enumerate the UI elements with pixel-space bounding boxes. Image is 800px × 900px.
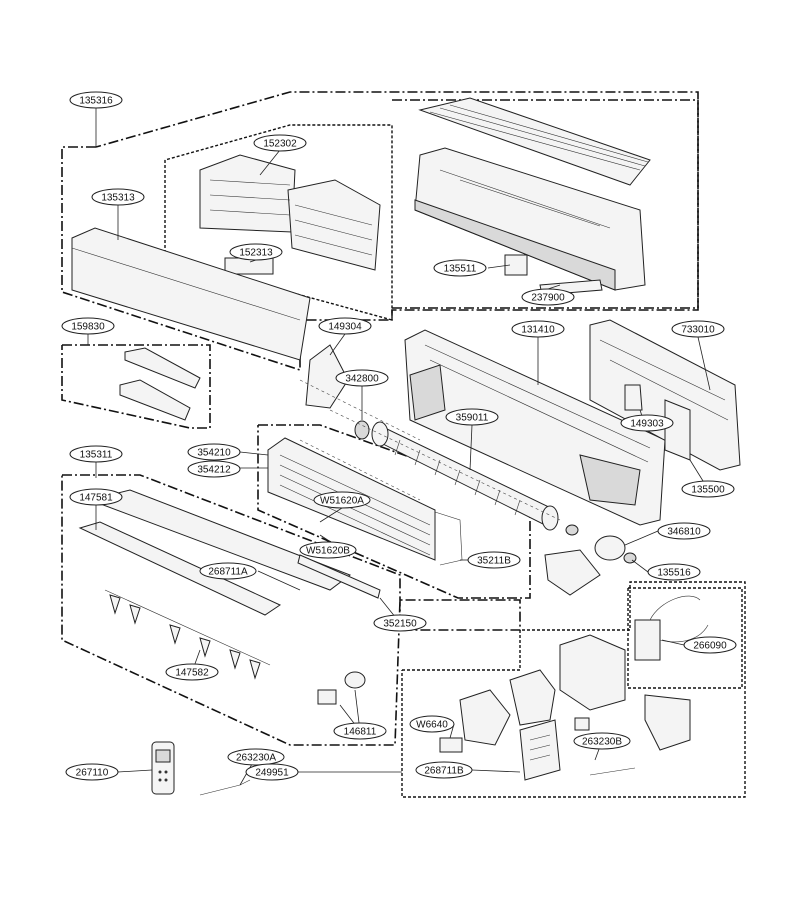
part-label-249951-text: 249951 [255, 768, 289, 779]
part-label-266090-text: 266090 [693, 641, 727, 652]
part-label-W51620B: W51620B [299, 541, 357, 559]
part-label-263230A: 263230A [227, 748, 285, 766]
part-label-267110-text: 267110 [76, 768, 109, 779]
part-label-152313-text: 152313 [239, 248, 273, 259]
sensor-263230B-part [589, 767, 636, 776]
part-label-135316-text: 135316 [79, 96, 113, 107]
part-label-135311-text: 135311 [80, 450, 113, 461]
part-label-354210-text: 354210 [197, 448, 231, 459]
part-label-359011: 359011 [445, 408, 499, 426]
part-label-149304-text: 149304 [328, 322, 362, 333]
group-159830-outline [61, 344, 211, 429]
group-249951-outline [401, 581, 746, 798]
part-label-263230B: 263230B [573, 732, 631, 750]
bearing-342800-part [354, 420, 370, 440]
leader-lines [87, 108, 711, 786]
fan-motor-part [544, 524, 637, 596]
part-label-152302: 152302 [253, 134, 307, 152]
group-266090-outline [627, 587, 743, 689]
part-label-267110: 267110 [65, 763, 119, 781]
part-label-146811-text: 146811 [344, 727, 377, 738]
installation-plate-part [589, 319, 741, 471]
part-label-W51620B-text: W51620B [306, 546, 350, 557]
part-label-352150-text: 352150 [383, 619, 417, 630]
part-label-249951: 249951 [245, 763, 299, 781]
front-panel-part [71, 227, 311, 361]
part-label-346810-text: 346810 [667, 527, 701, 538]
part-label-359011-text: 359011 [456, 413, 489, 424]
part-label-268711B-text: 268711B [424, 766, 464, 777]
part-label-266090: 266090 [683, 636, 737, 654]
part-label-352150: 352150 [373, 614, 427, 632]
group-152302-outline [164, 124, 393, 321]
cover-135500-part [664, 399, 691, 461]
part-label-149304: 149304 [318, 317, 372, 335]
step-motor-part [317, 671, 366, 705]
part-label-W6640-text: W6640 [416, 720, 448, 731]
control-box-part [439, 634, 691, 781]
part-label-W51620A-text: W51620A [320, 496, 364, 507]
group-135311-outline [61, 474, 521, 746]
part-label-135511: 135511 [433, 259, 487, 277]
part-label-135311: 135311 [69, 445, 123, 463]
part-label-733010-text: 733010 [681, 325, 715, 336]
part-label-135313: 135313 [91, 188, 145, 206]
part-label-237900-text: 237900 [531, 293, 565, 304]
bracket-159830-part [119, 347, 201, 421]
part-label-346810: 346810 [657, 522, 711, 540]
parts [71, 97, 741, 796]
part-label-146811: 146811 [333, 722, 387, 740]
crossflow-fan-part [371, 421, 559, 531]
part-label-135313-text: 135313 [101, 193, 135, 204]
part-label-35211B-text: 35211B [477, 556, 511, 567]
part-label-135500-text: 135500 [691, 485, 725, 496]
group-135316-outline [61, 91, 699, 372]
part-label-263230B-text: 263230B [582, 737, 622, 748]
part-label-135516-text: 135516 [657, 568, 691, 579]
remote-control-part [151, 741, 175, 795]
part-label-268711A-text: 268711A [208, 567, 248, 578]
drain-hose-part [297, 554, 381, 599]
part-label-131410: 131410 [511, 320, 565, 338]
part-label-135500: 135500 [681, 480, 735, 498]
part-label-268711A: 268711A [199, 562, 257, 580]
part-label-135316: 135316 [69, 91, 123, 109]
part-label-147582-text: 147582 [175, 668, 209, 679]
part-label-W6640: W6640 [409, 715, 455, 733]
part-label-149303: 149303 [620, 414, 674, 432]
part-label-354210: 354210 [187, 443, 241, 461]
part-label-152313: 152313 [229, 243, 283, 261]
part-label-237900: 237900 [521, 288, 575, 306]
part-label-159830-text: 159830 [71, 322, 105, 333]
part-label-147581-text: 147581 [79, 493, 113, 504]
part-label-342800-text: 342800 [345, 374, 379, 385]
part-label-149303-text: 149303 [630, 419, 664, 430]
part-label-147581: 147581 [69, 488, 123, 506]
group-evaporator-outline [257, 424, 531, 599]
part-label-131410-text: 131410 [521, 325, 555, 336]
part-label-159830: 159830 [61, 317, 115, 335]
sensor-263230A-part [199, 779, 251, 796]
part-label-263230A-text: 263230A [236, 753, 276, 764]
bracket-149303-part [624, 384, 643, 411]
part-label-268711B: 268711B [415, 761, 473, 779]
part-label-354212-text: 354212 [197, 465, 231, 476]
vertical-louver-part [104, 589, 271, 680]
part-label-733010: 733010 [671, 320, 725, 338]
part-label-135511-text: 135511 [444, 264, 477, 275]
group-boundaries [61, 91, 746, 798]
part-label-35211B: 35211B [467, 551, 521, 569]
main-frame-part [404, 329, 666, 526]
part-label-W51620A: W51620A [313, 491, 371, 509]
part-label-147582: 147582 [165, 663, 219, 681]
part-label-152302-text: 152302 [263, 139, 297, 150]
part-label-354212: 354212 [187, 460, 241, 478]
air-filter-part [199, 154, 381, 275]
group-chassis-outline [392, 99, 699, 309]
part-label-342800: 342800 [335, 369, 389, 387]
part-label-135516: 135516 [647, 563, 701, 581]
side-cover-149304-part [305, 344, 349, 409]
